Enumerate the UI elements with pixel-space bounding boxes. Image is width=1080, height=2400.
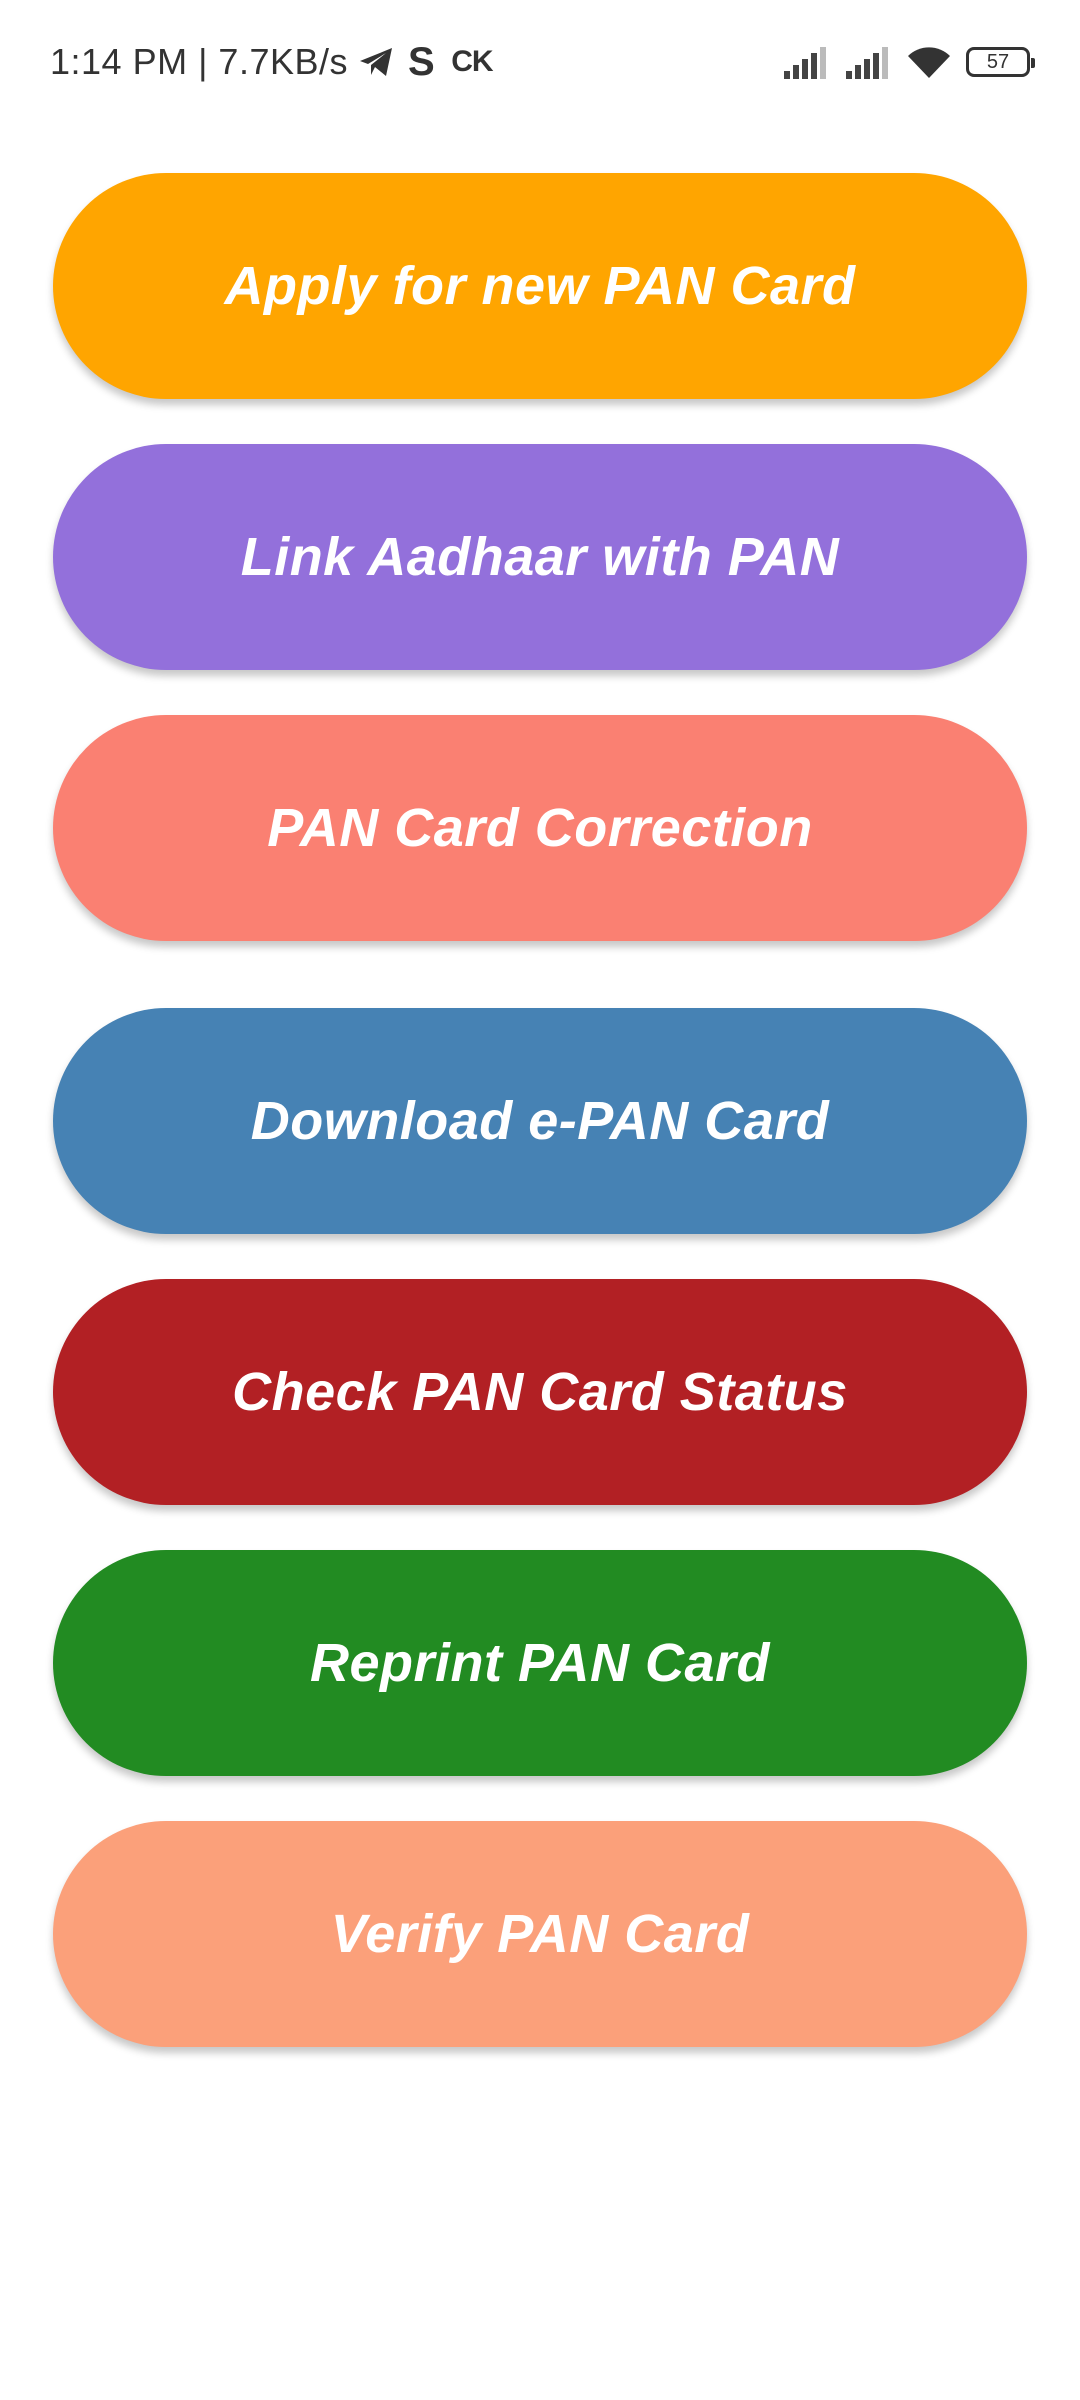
s-app-icon: S [408,39,436,84]
apply-new-pan-label: Apply for new PAN Card [224,256,856,316]
wifi-icon [908,47,950,78]
battery-icon: 57 [966,47,1035,77]
link-aadhaar-button[interactable]: Link Aadhaar with PAN [53,444,1027,670]
verify-pan-button[interactable]: Verify PAN Card [53,1821,1027,2047]
download-epan-button[interactable]: Download e-PAN Card [53,1008,1027,1234]
check-status-label: Check PAN Card Status [232,1362,848,1422]
status-left: 1:14 PM | 7.7KB/s S CK [50,38,494,86]
signal-2-icon [846,47,888,79]
pan-correction-label: PAN Card Correction [267,798,813,858]
reprint-pan-button[interactable]: Reprint PAN Card [53,1550,1027,1776]
ck-app-icon: CK [451,45,493,78]
link-aadhaar-label: Link Aadhaar with PAN [240,527,840,587]
pan-correction-button[interactable]: PAN Card Correction [53,715,1027,941]
check-status-button[interactable]: Check PAN Card Status [53,1279,1027,1505]
apply-new-pan-button[interactable]: Apply for new PAN Card [53,173,1027,399]
telegram-icon [358,46,394,78]
reprint-pan-label: Reprint PAN Card [309,1633,771,1693]
battery-level: 57 [986,51,1010,73]
status-right: 57 [768,40,1035,84]
status-time: 1:14 PM | 7.7KB/s [50,41,348,82]
signal-1-icon [784,47,826,79]
status-bar: 1:14 PM | 7.7KB/s S CK [0,0,1080,120]
verify-pan-label: Verify PAN Card [330,1904,750,1964]
download-epan-label: Download e-PAN Card [250,1091,830,1151]
